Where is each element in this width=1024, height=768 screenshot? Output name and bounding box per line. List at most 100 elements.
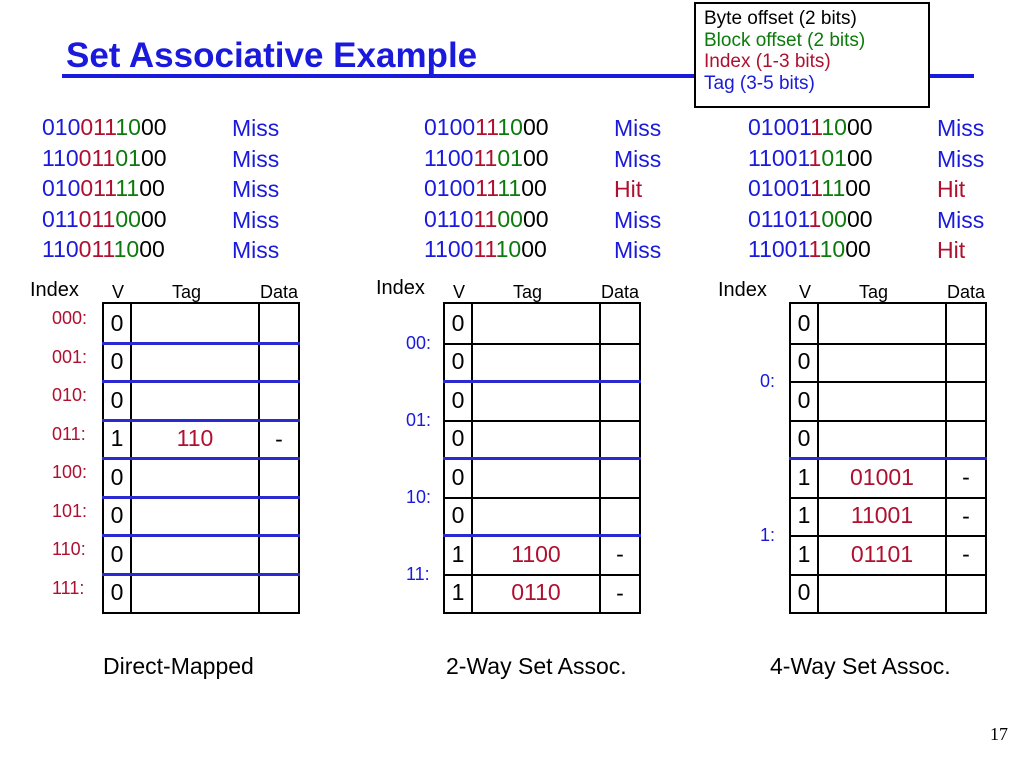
data-cell	[947, 574, 985, 613]
address-tag-bits: 1100	[424, 236, 474, 262]
index-label-direct: 001:	[52, 346, 88, 367]
row-divider	[102, 572, 300, 576]
cache-line: 0	[445, 458, 639, 499]
tag-cell: 11001	[819, 496, 947, 535]
valid-bit: 0	[104, 342, 132, 381]
address-block-bits: 01	[821, 144, 847, 171]
data-cell	[601, 304, 639, 343]
row-divider	[791, 419, 985, 422]
valid-bit: 0	[445, 496, 473, 535]
valid-bit: 0	[791, 381, 819, 420]
data-cell	[601, 420, 639, 459]
tag-cell	[819, 381, 947, 420]
address-byte-bits: 00	[845, 175, 871, 201]
address-index-bits: 011	[78, 205, 116, 232]
address-tag-bits: 010	[42, 175, 81, 201]
address-byte-bits: 00	[522, 114, 549, 140]
address-tag-bits: 11001	[748, 144, 809, 171]
tag-cell	[473, 419, 601, 458]
address-two-way-3: 0100111100	[424, 175, 547, 201]
address-block-bits: 00	[497, 205, 523, 232]
address-tag-bits: 0100	[424, 114, 476, 140]
data-cell	[260, 497, 298, 536]
row-divider	[789, 457, 987, 460]
legend-tag: Tag (3-5 bits)	[704, 72, 815, 94]
index-label-two-way: 01:	[406, 409, 432, 430]
caption-direct: Direct-Mapped	[103, 653, 254, 679]
tag-cell	[473, 496, 601, 535]
cache-line: 0	[443, 496, 641, 537]
data-cell: -	[275, 425, 283, 452]
tag-cell: 0110	[473, 573, 601, 612]
access-result-direct-2: Miss	[232, 145, 280, 172]
tag-cell	[819, 419, 947, 458]
address-index-bits: 1	[808, 144, 822, 171]
valid-bit: 0	[104, 535, 132, 574]
access-result-four-way-5: Hit	[937, 237, 966, 263]
valid-bit: 0	[445, 342, 473, 381]
address-block-bits: 00	[821, 205, 847, 232]
caption-two-way: 2-Way Set Assoc.	[446, 653, 627, 679]
tag-cell	[132, 458, 260, 497]
data-cell	[260, 381, 298, 420]
valid-bit: 1	[791, 496, 819, 535]
address-four-way-3: 0100111100	[748, 175, 871, 201]
address-four-way-4: 0110110000	[748, 206, 873, 232]
address-block-bits: 10	[819, 236, 846, 262]
address-tag-bits: 0100	[424, 175, 476, 201]
access-result-direct-1: Miss	[232, 115, 280, 141]
address-two-way-1: 0100111000	[424, 114, 549, 140]
valid-bit: 0	[445, 304, 473, 343]
valid-bit: 1	[445, 573, 473, 612]
access-result-direct-3: Miss	[232, 176, 280, 202]
page-number: 17	[990, 724, 1008, 744]
tag-cell	[132, 342, 260, 381]
address-block-bits: 11	[115, 175, 140, 201]
data-cell	[601, 458, 639, 497]
legend-block-offset: Block offset (2 bits)	[704, 29, 866, 51]
header-valid: V	[112, 282, 125, 302]
data-cell	[947, 343, 985, 382]
header-index: Index	[30, 279, 79, 301]
address-block-bits: 00	[115, 205, 141, 232]
row-divider	[791, 573, 985, 576]
cache-line: 0	[445, 304, 639, 345]
address-index-bits: 011	[80, 114, 116, 140]
address-tag-bits: 01001	[748, 114, 811, 140]
address-two-way-4: 0110110000	[424, 206, 549, 232]
address-byte-bits: 00	[140, 144, 167, 171]
address-four-way-5: 1100111000	[748, 236, 871, 262]
row-divider	[102, 341, 300, 345]
data-cell	[601, 381, 639, 420]
tag-cell	[473, 304, 601, 343]
index-label-four-way: 0:	[760, 371, 776, 391]
address-four-way-1: 0100111000	[748, 114, 873, 140]
index-label-direct: 000:	[52, 308, 88, 329]
address-block-bits: 10	[497, 114, 523, 140]
header-tag: Tag	[859, 282, 889, 302]
cache-line: 0	[102, 458, 300, 499]
header-tag: Tag	[172, 282, 202, 302]
data-cell: -	[962, 502, 970, 529]
row-divider	[102, 418, 300, 422]
address-index-bits: 11	[475, 114, 498, 140]
address-block-bits: 10	[113, 236, 140, 262]
cache-line: 0	[443, 419, 641, 460]
valid-bit: 0	[791, 419, 819, 458]
access-result-four-way-2: Miss	[937, 145, 985, 172]
address-tag-bits: 0110	[424, 205, 474, 232]
index-label-four-way: 1:	[760, 525, 776, 545]
valid-bit: 0	[104, 381, 132, 420]
row-divider	[791, 381, 985, 383]
valid-bit: 0	[791, 573, 819, 612]
access-result-four-way-1: Miss	[937, 115, 985, 141]
data-cell	[947, 304, 985, 343]
title-underline	[62, 74, 974, 78]
access-result-two-way-4: Miss	[614, 206, 662, 233]
address-byte-bits: 00	[140, 205, 167, 232]
cache-line: 0	[791, 304, 985, 345]
address-tag-bits: 01001	[748, 175, 811, 201]
address-index-bits: 1	[810, 175, 822, 201]
